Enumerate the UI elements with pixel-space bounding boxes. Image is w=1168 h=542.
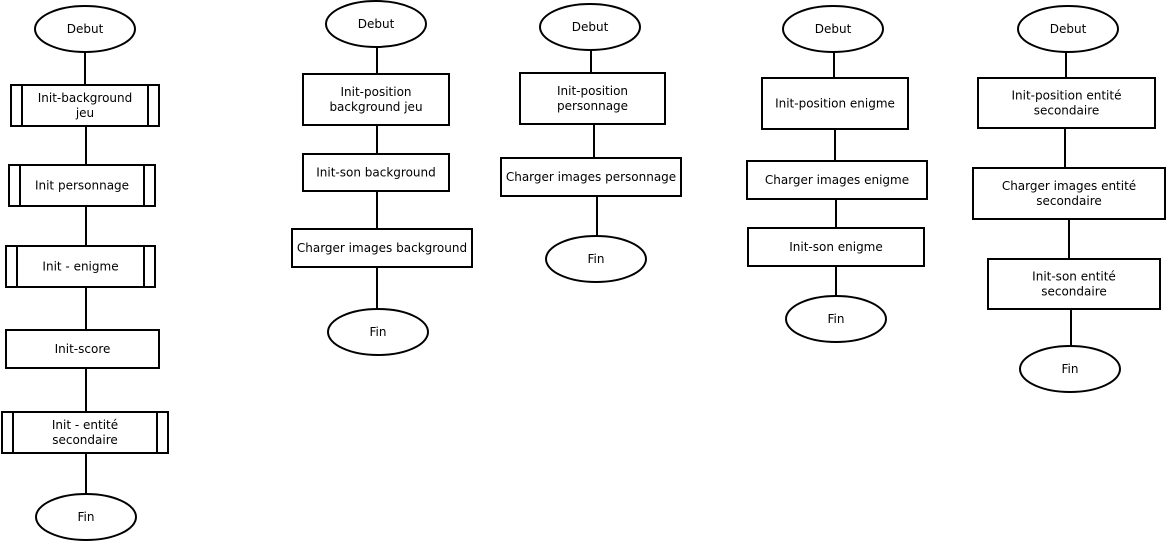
step-label: Charger images personnage — [506, 170, 676, 184]
process-box: Init-son background — [302, 153, 450, 192]
end-label: Fin — [588, 252, 605, 266]
step-label: Init-son enigme — [789, 240, 883, 254]
end-label: Fin — [1062, 362, 1079, 376]
process-box: Charger images enigme — [746, 160, 928, 200]
terminal-shape — [1019, 345, 1121, 393]
process-box: Init-position enigme — [761, 77, 909, 130]
box-shape — [746, 160, 928, 200]
box-shape — [302, 73, 450, 126]
process-box: Charger images personnage — [500, 157, 682, 197]
step-label: Init-position enigme — [775, 97, 895, 111]
start-terminal: Debut — [1017, 5, 1119, 53]
process-box: Charger images background — [291, 228, 473, 268]
box-shape — [500, 157, 682, 197]
connectors — [84, 47, 1072, 494]
process-box: Init-son enigme — [747, 227, 925, 267]
step-label: Charger images background — [297, 241, 467, 255]
box-shape — [987, 258, 1161, 310]
end-terminal: Fin — [327, 308, 429, 356]
box-shape — [302, 153, 450, 192]
start-terminal: Debut — [539, 3, 641, 51]
end-terminal: Fin — [35, 493, 137, 541]
end-label: Fin — [828, 312, 845, 326]
start-terminal: Debut — [325, 0, 427, 48]
step-label: Init - enigme — [42, 260, 118, 274]
start-label: Debut — [1050, 22, 1087, 36]
box-shape — [8, 164, 156, 207]
box-shape — [761, 77, 909, 130]
end-terminal: Fin — [545, 235, 647, 283]
step-label: Init-son background — [316, 166, 436, 180]
box-shape — [291, 228, 473, 268]
terminal-shape — [34, 5, 136, 53]
start-label: Debut — [67, 22, 104, 36]
box-shape — [519, 72, 666, 125]
box-shape — [10, 84, 160, 127]
subprocess-box: Init - enigme — [5, 245, 156, 288]
start-label: Debut — [358, 17, 395, 31]
terminal-shape — [539, 3, 641, 51]
start-label: Debut — [572, 20, 609, 34]
terminal-shape — [545, 235, 647, 283]
box-shape — [977, 77, 1156, 129]
step-label: Init personnage — [35, 179, 129, 193]
box-shape — [972, 167, 1166, 220]
box-shape — [5, 245, 156, 288]
box-shape — [747, 227, 925, 267]
end-terminal: Fin — [785, 295, 887, 343]
end-label: Fin — [78, 510, 95, 524]
terminal-shape — [1017, 5, 1119, 53]
box-shape — [1, 411, 169, 454]
terminal-shape — [785, 295, 887, 343]
end-label: Fin — [370, 325, 387, 339]
box-shape — [5, 329, 160, 369]
start-terminal: Debut — [782, 5, 884, 53]
start-label: Debut — [815, 22, 852, 36]
terminal-shape — [325, 0, 427, 48]
terminal-shape — [327, 308, 429, 356]
start-terminal: Debut — [34, 5, 136, 53]
step-label: Init-score — [55, 342, 111, 356]
end-terminal: Fin — [1019, 345, 1121, 393]
process-box: Init-score — [5, 329, 160, 369]
terminal-shape — [782, 5, 884, 53]
terminal-shape — [35, 493, 137, 541]
step-label: Charger images enigme — [765, 173, 909, 187]
subprocess-box: Init personnage — [8, 164, 156, 207]
